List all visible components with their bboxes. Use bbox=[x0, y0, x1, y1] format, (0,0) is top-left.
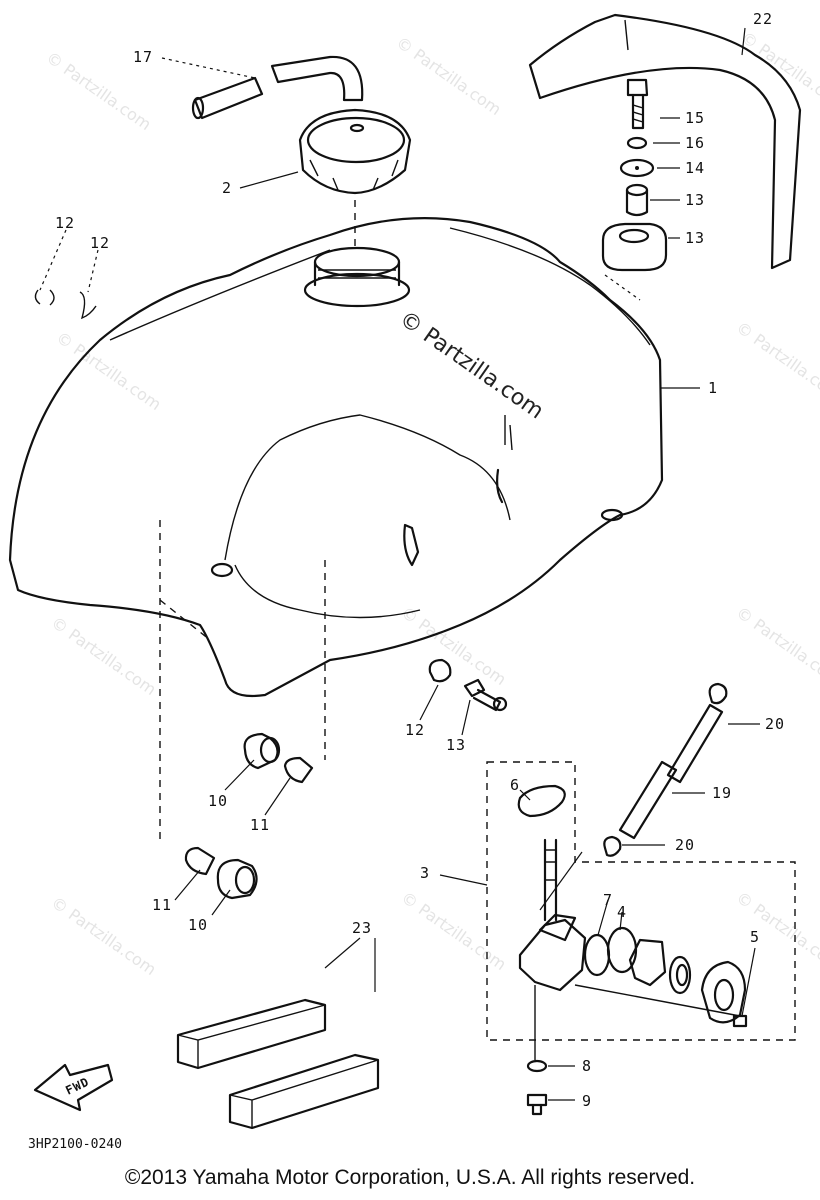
diagram-code: 3HP2100-0240 bbox=[28, 1137, 122, 1152]
callout-20: 20 bbox=[675, 836, 695, 854]
leader-lines bbox=[39, 27, 760, 1101]
watermark: © Partzilla.com bbox=[733, 888, 820, 974]
callout-7: 7 bbox=[603, 891, 613, 909]
fuel-cock-assembly bbox=[486, 761, 796, 1060]
callout-21: 17 bbox=[133, 48, 153, 66]
callout-23: 23 bbox=[352, 919, 372, 937]
callout-12: 12 bbox=[405, 721, 425, 739]
fuel-cap bbox=[298, 108, 412, 195]
fuel-hose bbox=[191, 55, 364, 120]
callout-16: 14 bbox=[685, 159, 705, 177]
drain-washer-screw bbox=[526, 1059, 548, 1116]
watermark: © Partzilla.com bbox=[393, 33, 505, 119]
watermark: © Partzilla.com bbox=[733, 318, 820, 404]
callout-6: 6 bbox=[510, 776, 520, 794]
callout-13: 12 bbox=[55, 214, 75, 232]
watermark: © Partzilla.com bbox=[398, 888, 510, 974]
callout-1: 1 bbox=[708, 379, 718, 397]
callout-3: 3 bbox=[420, 864, 430, 882]
mount-stack bbox=[601, 78, 668, 301]
callout-9: 9 bbox=[582, 1092, 592, 1110]
callout-11: 11 bbox=[250, 816, 270, 834]
damper-lower bbox=[184, 846, 258, 900]
watermark: © Partzilla.com bbox=[738, 28, 820, 114]
callout-15: 13 bbox=[685, 191, 705, 209]
watermark: © Partzilla.com bbox=[53, 328, 165, 414]
watermark: © Partzilla.com bbox=[398, 603, 510, 689]
watermark: © Partzilla.com bbox=[48, 893, 160, 979]
watermark: © Partzilla.com bbox=[733, 603, 820, 689]
callout-4: 4 bbox=[617, 903, 627, 921]
callout-8: 8 bbox=[582, 1057, 592, 1075]
callout-10: 10 bbox=[188, 916, 208, 934]
callouts: 17 2 22 15 16 14 13 13 1 12 12 12 13 10 … bbox=[55, 10, 785, 1110]
washer-bolt-left bbox=[34, 289, 97, 320]
callout-5: 5 bbox=[750, 928, 760, 946]
callout-18: 16 bbox=[685, 134, 705, 152]
center-watermark: © Partzilla.com bbox=[395, 306, 548, 424]
fwd-arrow: FWD bbox=[33, 1063, 114, 1112]
callout-2: 2 bbox=[222, 179, 232, 197]
callout-19: 19 bbox=[712, 784, 732, 802]
copyright-notice: ©2013 Yamaha Motor Corporation, U.S.A. A… bbox=[124, 1166, 696, 1189]
callout-14: 13 bbox=[685, 229, 705, 247]
fuel-line bbox=[603, 682, 728, 857]
tape-strips bbox=[176, 998, 380, 1130]
callout-10: 10 bbox=[208, 792, 228, 810]
callout-11: 11 bbox=[152, 896, 172, 914]
fuel-tank bbox=[8, 217, 664, 698]
callout-13: 13 bbox=[446, 736, 466, 754]
callout-17: 15 bbox=[685, 109, 705, 127]
callout-20: 20 bbox=[765, 715, 785, 733]
tank-strap bbox=[528, 13, 802, 270]
washer-bolt-right bbox=[428, 658, 508, 712]
damper-upper bbox=[243, 732, 314, 784]
watermark: © Partzilla.com bbox=[48, 613, 160, 699]
callout-12: 12 bbox=[90, 234, 110, 252]
callout-22: 22 bbox=[753, 10, 773, 28]
